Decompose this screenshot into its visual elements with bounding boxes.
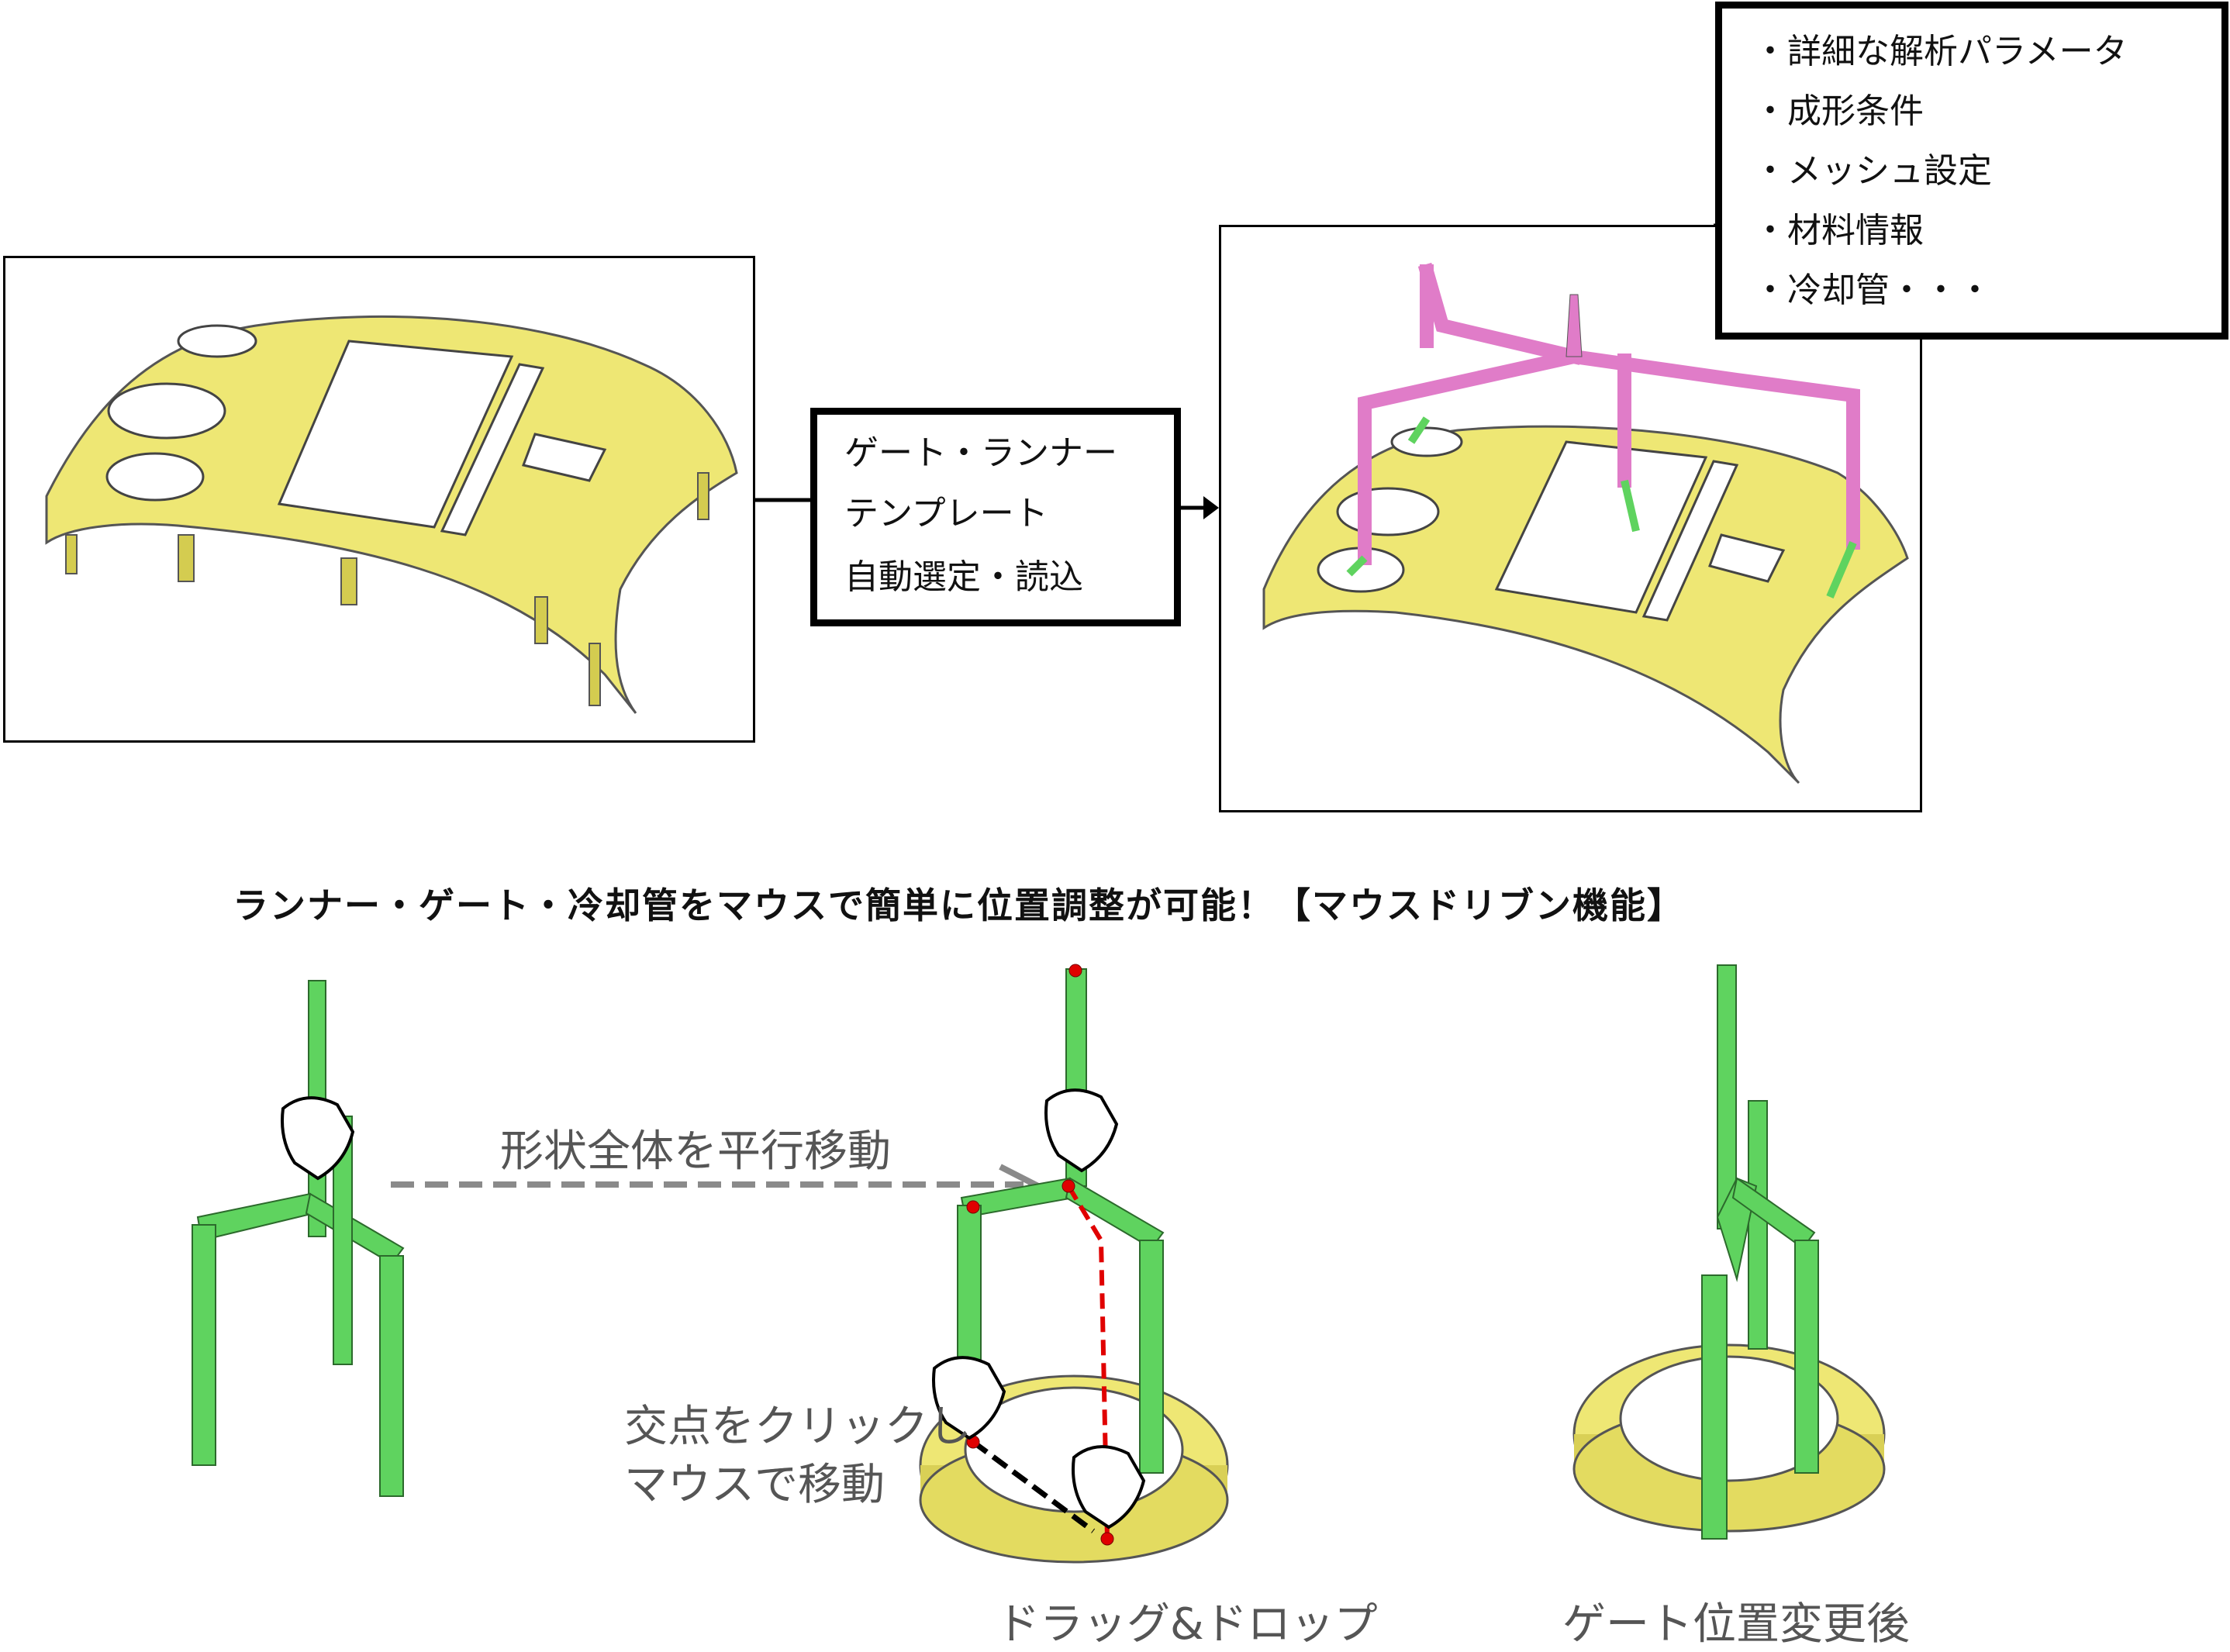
drag-path-red [1066,1185,1110,1540]
runner-shape-before [192,980,405,1497]
runner-shape-step2 [957,968,1165,1474]
template-line-3: 自動選定・読込 [844,557,1083,597]
section-heading: ランナー・ゲート・冷却管をマウスで簡単に位置調整が可能！【マウスドリブン機能】 [233,885,1684,926]
info-item: ・材料情報 [1753,211,1924,250]
runner-shape-after [1701,964,1819,1540]
arrow-head [1203,496,1219,519]
info-box: ・詳細な解析パラメータ ・成形条件 ・メッシュ設定 ・材料情報 ・冷却管・・・ [1715,2,2228,340]
info-item: ・冷却管・・・ [1753,271,1992,310]
template-box: ゲート・ランナー テンプレート 自動選定・読込 [810,408,1181,626]
dashboard-part-original [45,315,738,714]
info-item: ・メッシュ設定 [1753,151,1992,191]
template-line-2: テンプレート [844,494,1048,533]
move-all-label: 形状全体を平行移動 [500,1126,891,1177]
info-item: ・成形条件 [1753,91,1924,131]
after-label: ゲート位置変更後 [1562,1599,1910,1650]
drag-drop-label: ドラッグ&ドロップ [996,1599,1378,1650]
dashboard-part-with-runners [1262,262,1909,785]
drag-arrow-black [971,1440,1096,1533]
template-line-1: ゲート・ランナー [844,433,1117,473]
click-label-2: マウスで移動 [624,1460,885,1510]
info-item: ・詳細な解析パラメータ [1753,32,2128,71]
hand-cursor-icon [281,1088,1146,1530]
ring-part-after [1572,1343,1886,1533]
click-label-1: 交点をクリックし [624,1402,972,1452]
